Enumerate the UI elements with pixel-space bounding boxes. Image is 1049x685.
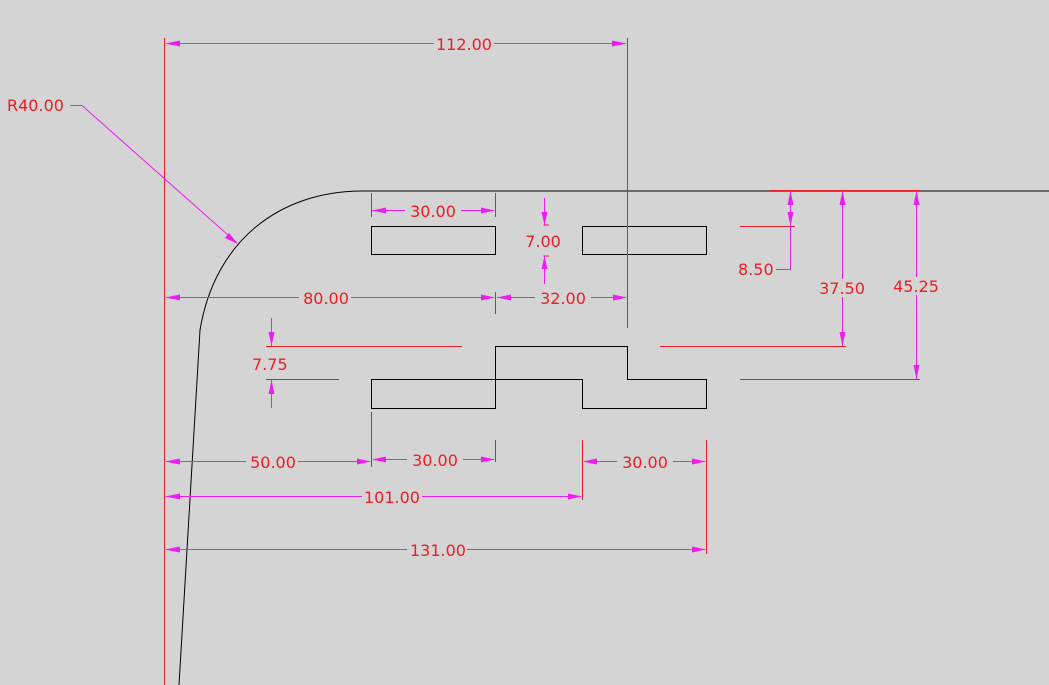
arrowhead — [913, 365, 920, 379]
arrowhead — [692, 458, 706, 465]
dim-label-7-75: 7.75 — [252, 355, 288, 374]
arrowhead — [497, 294, 511, 301]
arrowhead — [165, 458, 180, 465]
dim-label-37-5: 37.50 — [819, 279, 865, 298]
text-gaps — [246, 35, 944, 559]
dim-label-50: 50.00 — [250, 453, 296, 472]
arrowhead — [787, 212, 794, 226]
stepped-slot — [371, 346, 707, 409]
extension-lines — [164, 38, 920, 685]
arrowhead — [481, 456, 495, 463]
top-right-slot — [582, 226, 707, 255]
arrowhead — [541, 256, 548, 269]
part-geometry — [178, 190, 1049, 685]
arrowhead — [165, 294, 180, 301]
arrowhead — [839, 332, 846, 346]
arrowhead — [165, 546, 180, 553]
arrowhead — [913, 191, 920, 205]
radius-leader — [70, 105, 238, 244]
dim-label-112: 112.00 — [436, 35, 492, 54]
arrowhead — [357, 458, 371, 465]
arrowhead — [481, 294, 495, 301]
dim-label-30-top: 30.00 — [410, 202, 456, 221]
dimension-lines — [70, 40, 920, 553]
dim-label-32: 32.00 — [540, 289, 586, 308]
dim-label-30-lower-right: 30.00 — [622, 453, 668, 472]
dim-label-80: 80.00 — [303, 289, 349, 308]
dim-label-30-lower-left: 30.00 — [412, 451, 458, 470]
arrowhead — [225, 233, 238, 244]
top-left-slot — [371, 226, 496, 255]
arrowhead — [692, 546, 706, 553]
arrowhead — [165, 493, 180, 500]
arrowhead — [165, 40, 180, 47]
dim-label-7: 7.00 — [525, 232, 561, 251]
dimension-labels: R40.00 112.00 30.00 7.00 80.00 32.00 8.5… — [7, 35, 939, 560]
part-outline-edge — [178, 190, 1049, 685]
arrowhead — [568, 493, 582, 500]
arrowhead — [613, 294, 627, 301]
arrowhead — [268, 332, 275, 346]
dim-label-radius: R40.00 — [7, 96, 64, 115]
dim-label-45-25: 45.25 — [893, 277, 939, 296]
arrowhead — [541, 212, 548, 225]
arrowhead — [481, 207, 495, 214]
dim-label-131: 131.00 — [410, 541, 466, 560]
arrowhead — [372, 207, 386, 214]
arrowhead — [787, 191, 794, 205]
arrowhead — [372, 456, 386, 463]
arrowhead — [612, 40, 627, 47]
arrowhead — [583, 458, 597, 465]
dim-label-8-5: 8.50 — [738, 260, 774, 279]
arrowhead — [268, 380, 275, 394]
arrowhead — [839, 191, 846, 205]
dim-label-101: 101.00 — [364, 488, 420, 507]
